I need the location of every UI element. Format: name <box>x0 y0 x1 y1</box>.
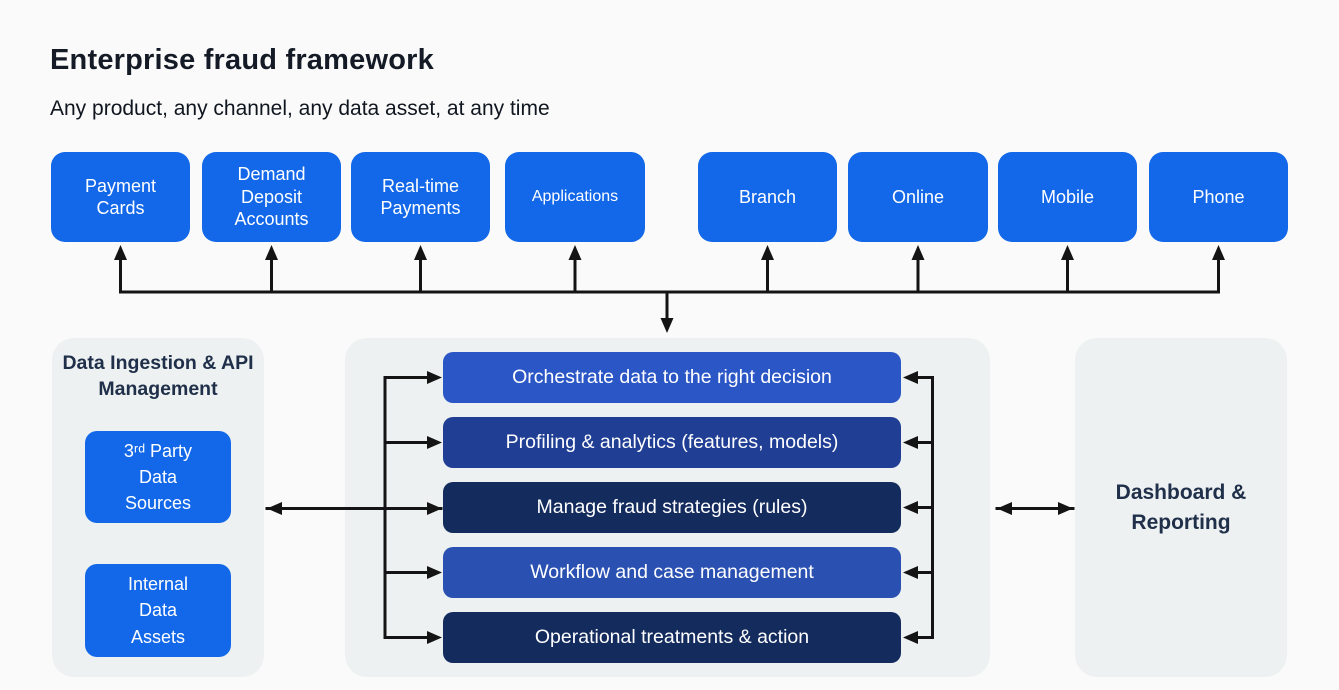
top-connector-bus <box>114 245 1225 333</box>
bar-operational-treatments: Operational treatments & action <box>443 612 901 663</box>
third-party-data-sources-box: 3ʳᵈ Party Data Sources <box>85 431 231 523</box>
internal-data-assets-box: Internal Data Assets <box>85 564 231 657</box>
channel-box-phone: Phone <box>1149 152 1288 242</box>
channel-box-mobile: Mobile <box>998 152 1137 242</box>
product-box-demand-deposit-accounts: Demand Deposit Accounts <box>202 152 341 242</box>
bar-manage-fraud-strategies: Manage fraud strategies (rules) <box>443 482 901 533</box>
bar-workflow-case-management: Workflow and case management <box>443 547 901 598</box>
data-ingestion-panel: Data Ingestion & API Management 3ʳᵈ Part… <box>52 338 264 677</box>
page-subtitle: Any product, any channel, any data asset… <box>50 97 550 120</box>
channel-box-online: Online <box>848 152 988 242</box>
dashboard-reporting-heading: Dashboard & Reporting <box>1115 480 1247 534</box>
dashboard-reporting-panel: Dashboard & Reporting <box>1075 338 1287 677</box>
bar-profiling-analytics: Profiling & analytics (features, models) <box>443 417 901 468</box>
channel-box-branch: Branch <box>698 152 837 242</box>
bar-orchestrate-data: Orchestrate data to the right decision <box>443 352 901 403</box>
product-box-real-time-payments: Real-time Payments <box>351 152 490 242</box>
product-box-payment-cards: Payment Cards <box>51 152 190 242</box>
product-box-applications: Applications <box>505 152 645 242</box>
data-ingestion-heading: Data Ingestion & API Management <box>62 352 254 400</box>
page-title: Enterprise fraud framework <box>50 44 434 76</box>
decision-engine-panel: Orchestrate data to the right decision P… <box>345 338 990 677</box>
